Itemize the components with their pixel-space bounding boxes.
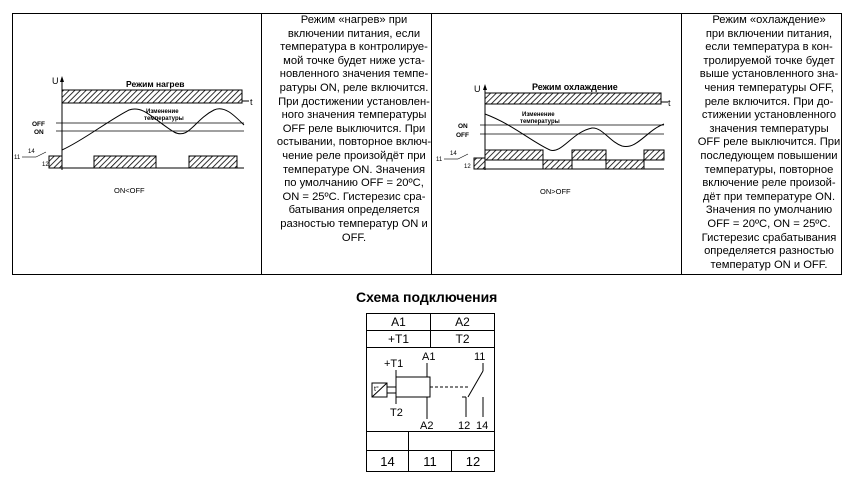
terminal-empty-left <box>366 431 409 451</box>
heating-temp-change-2: температуры <box>144 116 184 122</box>
cooling-diagram: Режим охлаждение U t Изменение температу… <box>436 82 671 196</box>
terminal-empty-right <box>408 431 495 451</box>
heating-relay-on-2 <box>188 155 238 169</box>
cooling-contact-12: 12 <box>464 164 471 170</box>
terminal-14: 14 <box>366 450 409 472</box>
wiring-schematic: +T1 A1 11 t° T2 A2 12 14 <box>371 351 488 432</box>
heating-caption: ON<OFF <box>114 186 145 195</box>
heating-description: Режим «нагрев» при включении питания, ес… <box>276 14 432 244</box>
cooling-description: Режим «охлаждение» при включении питания… <box>697 14 841 271</box>
cooling-power-bar <box>484 92 662 105</box>
table-divider-1 <box>261 13 262 275</box>
cooling-on-label: ON <box>458 123 468 130</box>
table-divider-3 <box>681 13 682 275</box>
cooling-off-label: OFF <box>456 132 469 139</box>
cooling-contact-11: 11 <box>436 157 443 163</box>
cooling-caption: ON>OFF <box>540 187 571 196</box>
heating-off-label: OFF <box>32 121 45 128</box>
relay-coil <box>395 376 431 398</box>
cooling-relay-on-3 <box>643 149 665 161</box>
heating-diagram: Режим нагрев U t Изменение температуры O… <box>14 76 253 195</box>
wiring-title: Схема подключения <box>356 289 498 305</box>
heating-relay-on-1 <box>93 155 157 169</box>
label-t2: T2 <box>390 407 403 419</box>
heating-power-bar <box>61 89 243 104</box>
heating-contact-12: 12 <box>42 162 49 168</box>
terminal-12: 12 <box>451 450 495 472</box>
heating-contact-14: 14 <box>28 149 35 155</box>
heating-temp-change-1: Изменение <box>146 109 179 115</box>
heating-axis-u: U <box>52 76 59 86</box>
heating-on-label: ON <box>34 129 44 136</box>
cooling-relay-on-2 <box>571 149 607 161</box>
cooling-contact-14: 14 <box>450 151 457 157</box>
cooling-axis-u: U <box>474 84 481 94</box>
cooling-axis-t: t <box>668 98 671 108</box>
cooling-relay-on-1 <box>484 149 544 161</box>
heating-diagram-title: Режим нагрев <box>126 79 185 89</box>
label-pin-12: 12 <box>458 420 470 432</box>
label-plus-t1: +T1 <box>384 358 403 370</box>
cooling-temp-change-1: Изменение <box>522 112 555 118</box>
terminal-t2: T2 <box>430 330 495 348</box>
cooling-temp-change-2: температуры <box>520 119 560 125</box>
terminal-a2: A2 <box>430 313 495 331</box>
label-pin-14: 14 <box>476 420 488 432</box>
label-a1: A1 <box>422 351 435 363</box>
heating-temp-curve <box>61 108 245 151</box>
heating-axis-t: t <box>250 97 253 107</box>
terminal-t1: +T1 <box>366 330 431 348</box>
mode-table <box>12 13 842 275</box>
label-a2: A2 <box>420 420 433 432</box>
heating-contact-11: 11 <box>14 155 21 161</box>
label-t-sensor: t° <box>374 385 379 393</box>
label-pin-11: 11 <box>474 351 485 363</box>
cooling-temp-curve <box>484 113 665 151</box>
terminal-a1: A1 <box>366 313 431 331</box>
cooling-diagram-title: Режим охлаждение <box>532 82 618 92</box>
terminal-11: 11 <box>408 450 452 472</box>
table-divider-2 <box>431 13 432 275</box>
